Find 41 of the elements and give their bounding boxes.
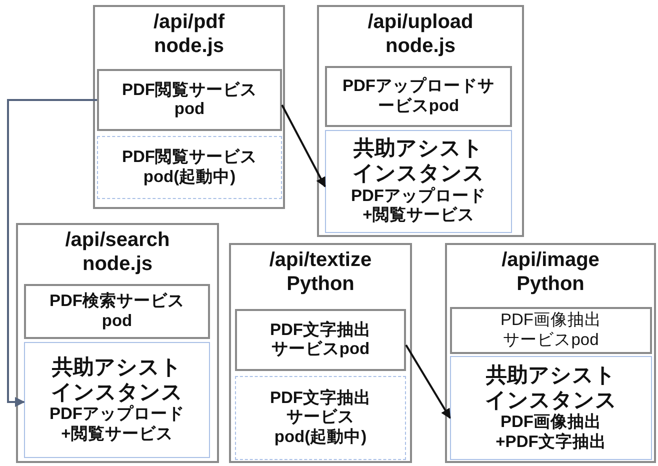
runtime-label: node.js	[81, 252, 154, 276]
runtime-label: node.js	[384, 34, 456, 58]
pod-label: PDF検索サービス pod	[48, 292, 186, 331]
pod-label: PDF文字抽出サービスpod	[269, 320, 372, 360]
service-box	[93, 5, 285, 209]
runtime-label: Python	[286, 272, 356, 296]
instance-heading: 共助アシストインスタンス	[484, 364, 618, 413]
pod-box	[24, 284, 210, 339]
pod-box	[97, 69, 282, 131]
endpoint-heading: /api/textize	[268, 248, 373, 272]
pod-box	[450, 307, 652, 354]
pod-label: PDF閲覧サービス pod	[121, 80, 258, 120]
instance-heading: 共助アシストインスタンス	[50, 356, 184, 404]
service-box	[317, 5, 524, 237]
instance-box	[450, 356, 652, 460]
pod-label: PDF文字抽出サービスpod(起動中)	[269, 388, 372, 448]
pod-label: PDFアップロードサービスpod	[342, 77, 496, 116]
arrow	[7, 99, 97, 407]
arrow	[281, 104, 326, 188]
pod-box	[235, 309, 406, 371]
service-box	[229, 243, 412, 463]
runtime-label: Python	[516, 272, 586, 296]
starting-pod-box	[235, 376, 406, 460]
instance-description: PDF画像抽出+PDF文字抽出	[494, 413, 608, 452]
endpoint-heading: /api/image	[500, 248, 600, 272]
instance-description: PDFアップロード+閲覧サービス	[48, 405, 186, 444]
pod-label: PDF画像抽出サービスpod	[500, 311, 602, 350]
endpoint-heading: /api/search	[64, 228, 171, 252]
instance-box	[325, 130, 512, 233]
instance-heading: 共助アシストインスタンス	[352, 137, 485, 186]
endpoint-heading: /api/upload	[366, 10, 474, 34]
pod-box	[325, 66, 512, 127]
instance-box	[24, 342, 210, 458]
arrow	[405, 344, 451, 419]
starting-pod-box	[97, 136, 282, 199]
service-box	[16, 223, 219, 463]
runtime-label: node.js	[152, 34, 225, 58]
service-box	[445, 243, 656, 463]
pod-label: PDF閲覧サービス pod(起動中)	[121, 148, 258, 187]
instance-description: PDFアップロード+閲覧サービス	[350, 186, 487, 226]
endpoint-heading: /api/pdf	[152, 10, 226, 34]
